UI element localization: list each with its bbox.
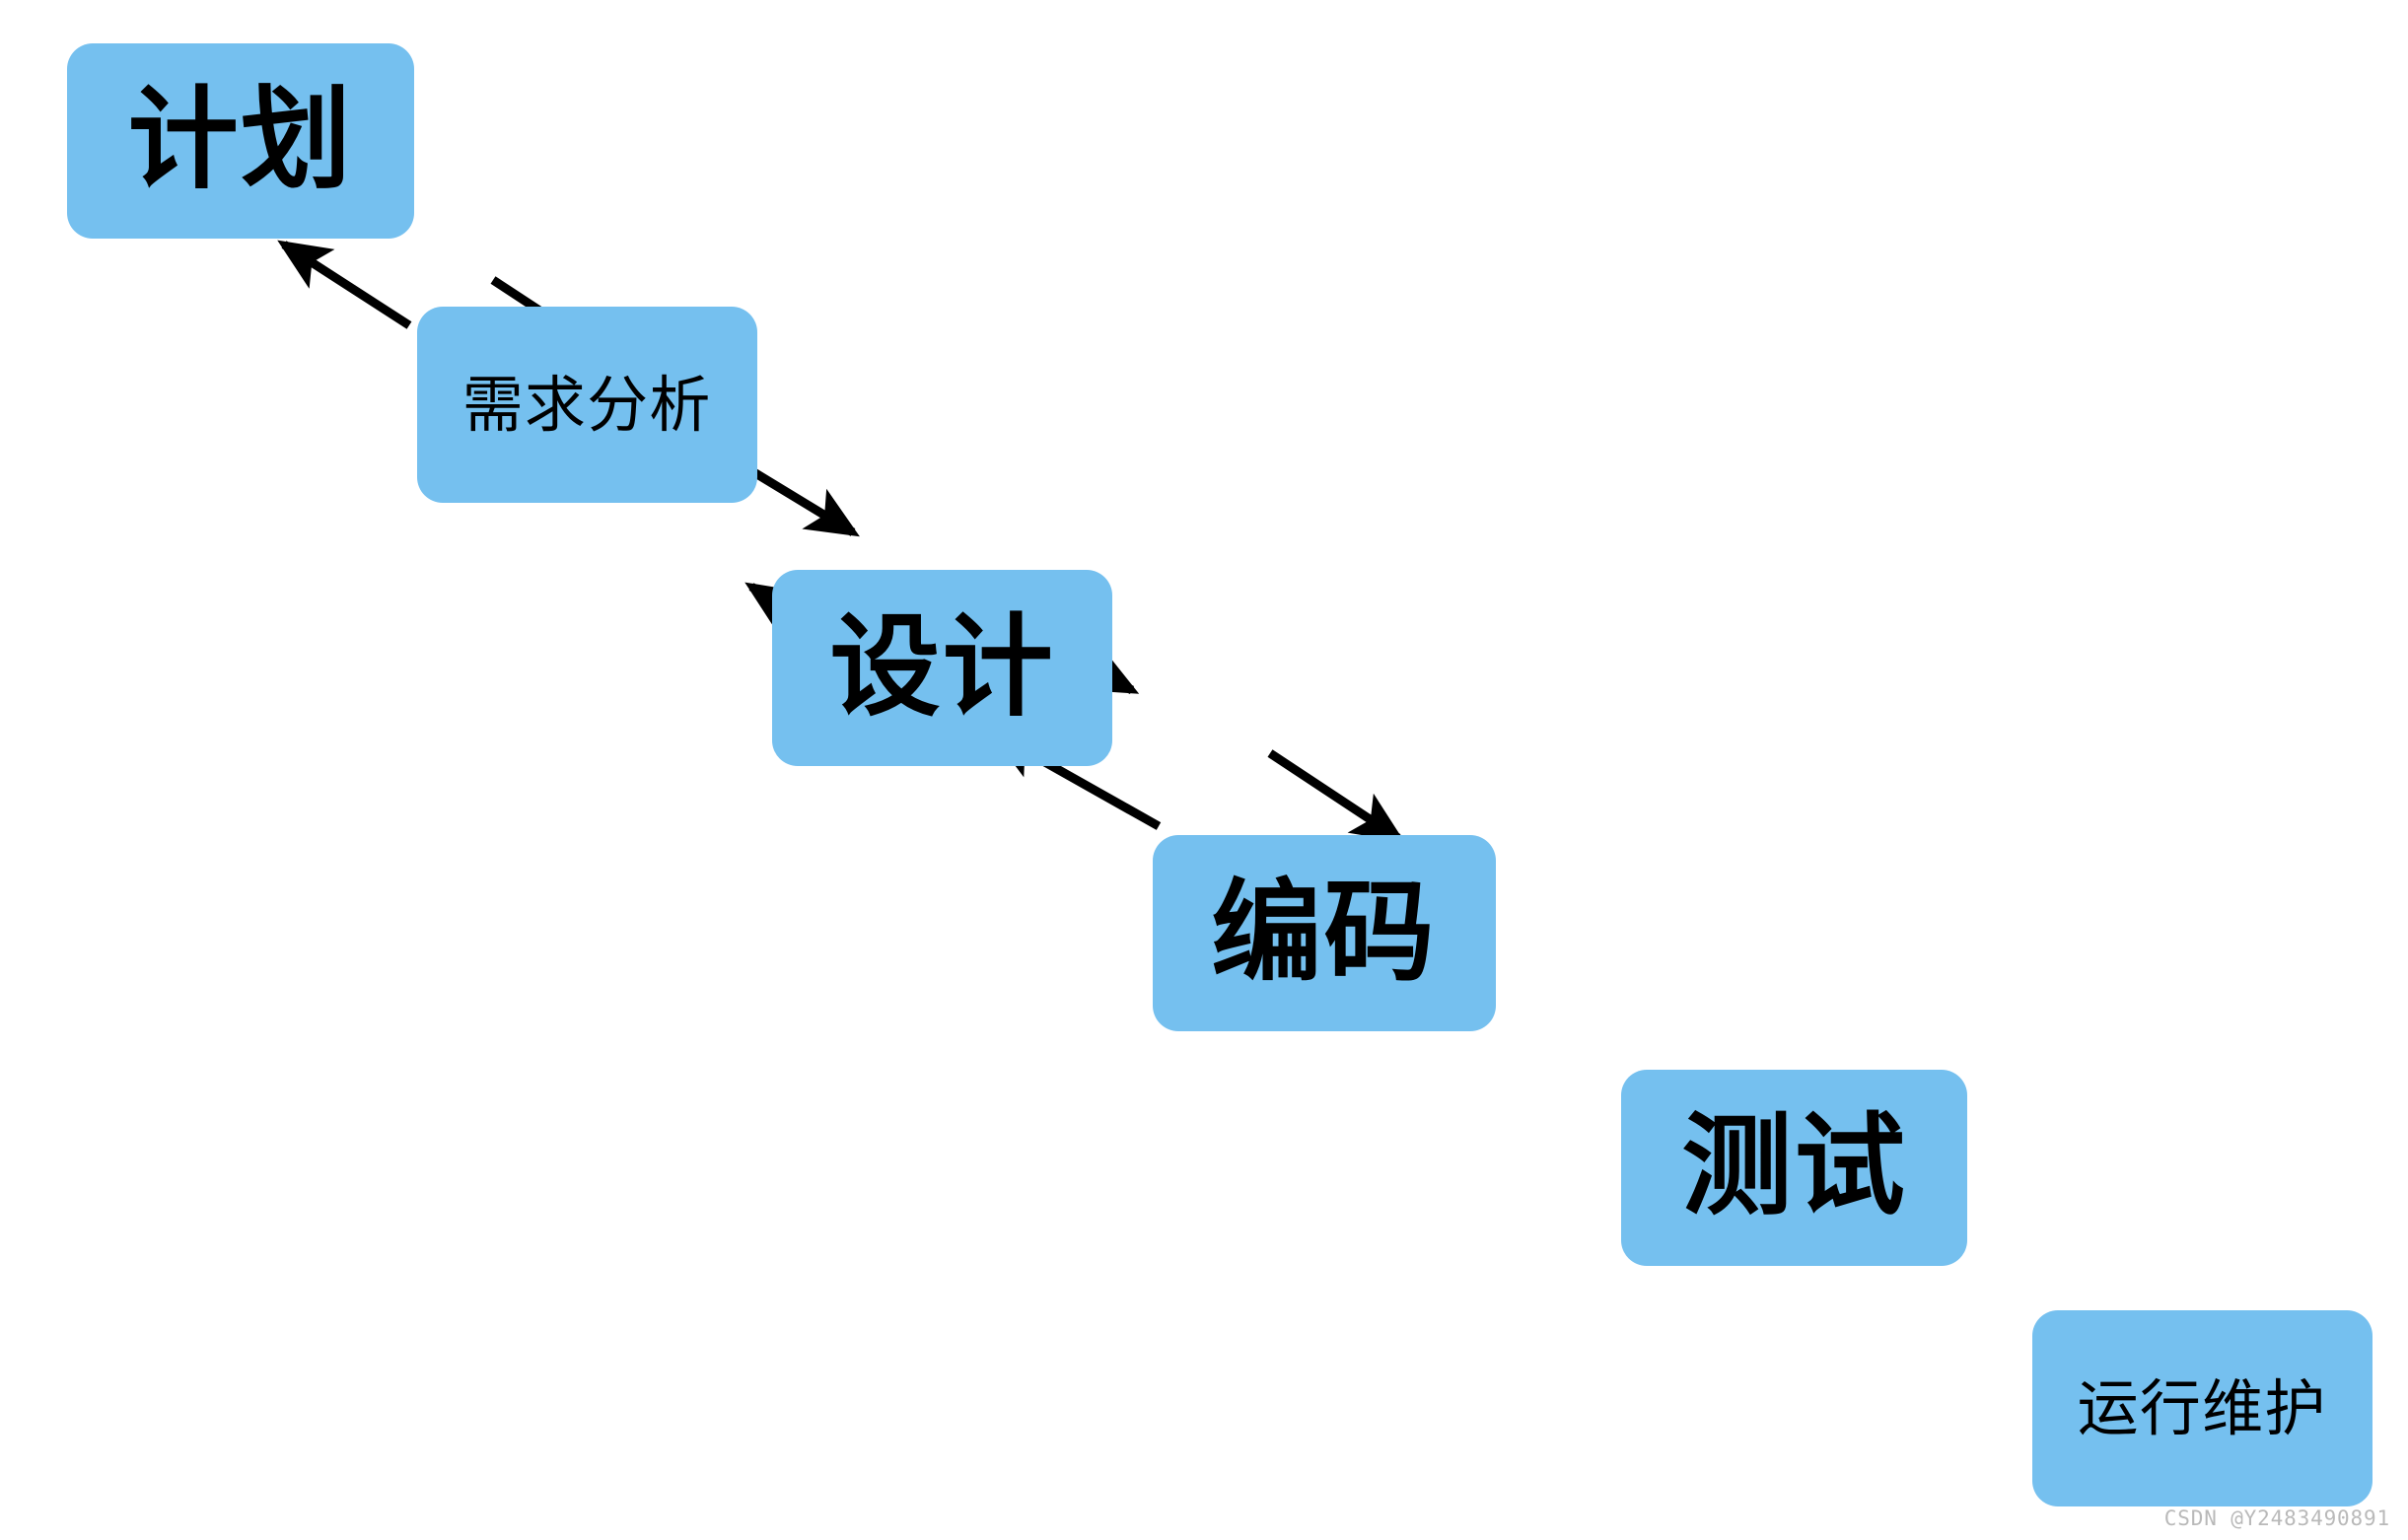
stage-label-testing: 测试	[1681, 1102, 1907, 1231]
stage-label-plan: 计划	[127, 76, 354, 205]
arrow-testing-to-maintenance	[1267, 749, 1405, 843]
stage-box-requirements[interactable]: 需求分析	[416, 306, 757, 503]
stage-box-design[interactable]: 设计	[772, 570, 1113, 766]
stage-box-coding[interactable]: 编码	[1152, 834, 1496, 1031]
stage-label-coding: 编码	[1211, 868, 1437, 997]
stage-box-plan[interactable]: 计划	[67, 42, 414, 240]
stage-label-requirements: 需求分析	[461, 368, 712, 441]
stage-box-maintenance[interactable]: 运行维护	[2031, 1309, 2373, 1506]
watermark-text: CSDN @Y2483490891	[2163, 1506, 2390, 1530]
stage-label-maintenance: 运行维护	[2077, 1371, 2327, 1444]
arrow-requirements-to-plan	[277, 240, 412, 329]
stage-label-design: 设计	[829, 602, 1055, 732]
stage-box-testing[interactable]: 测试	[1621, 1069, 1968, 1266]
